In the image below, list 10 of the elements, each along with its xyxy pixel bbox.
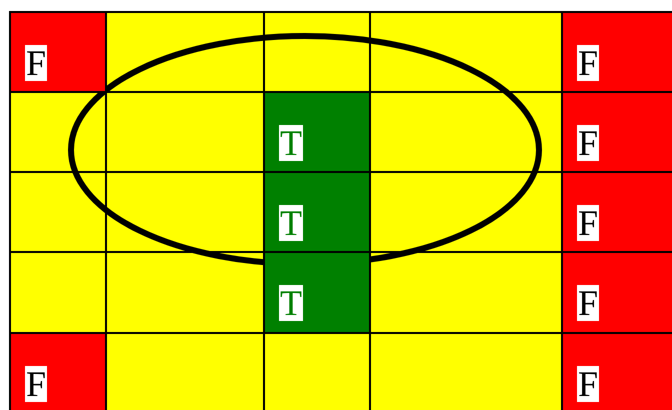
truth-value: F xyxy=(25,45,48,81)
truth-value: F xyxy=(577,45,600,81)
truth-value: F xyxy=(577,285,600,321)
truth-value: F xyxy=(577,125,600,161)
truth-value: T xyxy=(279,125,303,161)
truth-value: T xyxy=(279,285,303,321)
truth-value: T xyxy=(279,205,303,241)
truth-value: F xyxy=(577,366,600,402)
truth-value: F xyxy=(25,366,48,402)
truth-value: F xyxy=(577,205,600,241)
